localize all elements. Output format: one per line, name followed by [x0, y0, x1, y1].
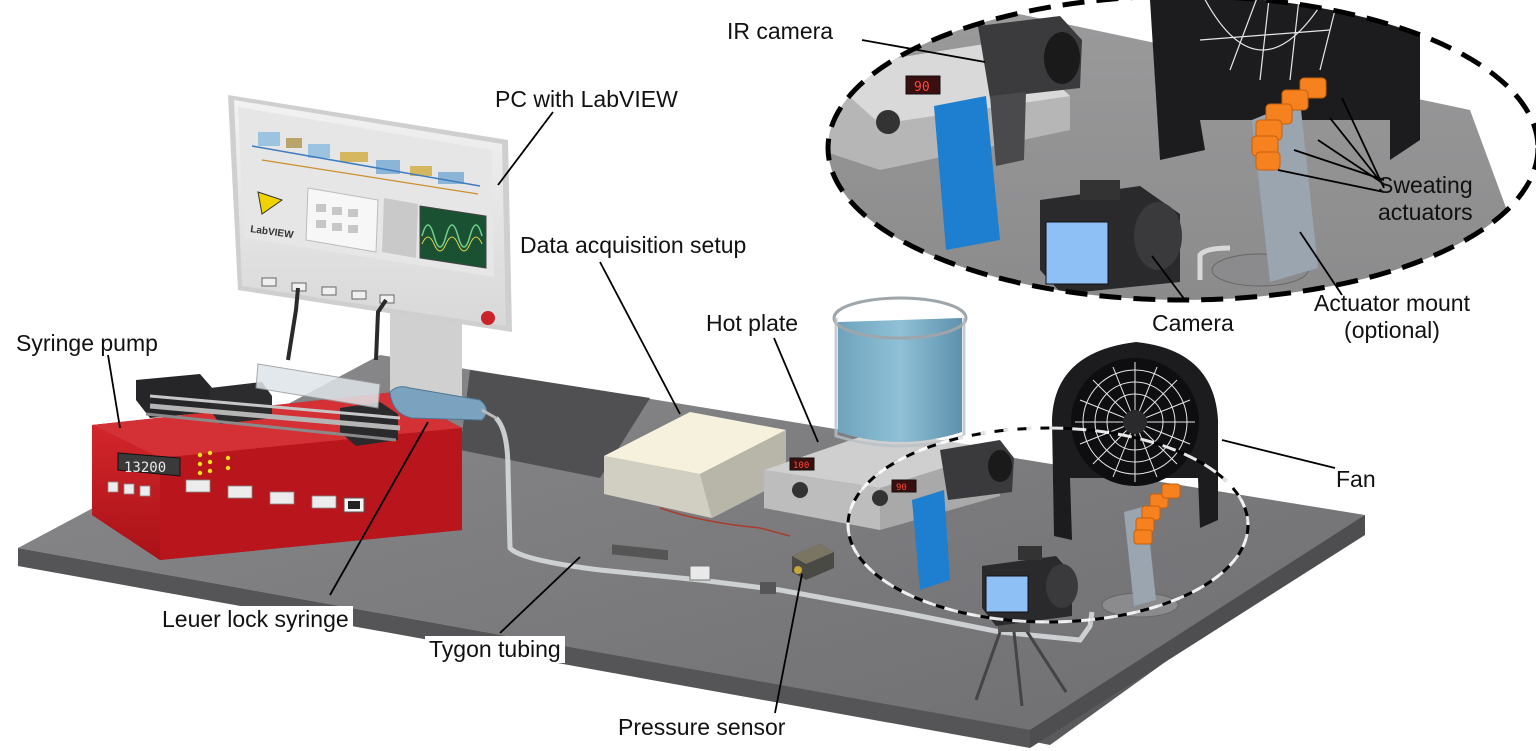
pc-labview-label: PC with LabVIEW	[495, 86, 678, 112]
hot-plate-label: Hot plate	[706, 310, 799, 336]
hot-plate-readout-1: 100	[793, 461, 809, 471]
hot-plate-readout-2: 90	[896, 483, 907, 493]
tygon-tubing-label: Tygon tubing	[425, 636, 565, 663]
tubing-fitting	[689, 565, 776, 594]
tygon-tubing	[494, 416, 1095, 643]
syringe-pump: 13200	[92, 363, 497, 560]
fan	[1052, 342, 1218, 540]
syringe-pump-label: Syringe pump	[16, 330, 158, 356]
actuator-mount-label: Actuator mount (optional)	[1314, 290, 1470, 343]
syringe-pump-readout: 13200	[124, 460, 166, 476]
leuer-lock-syringe-label: Leuer lock syringe	[158, 606, 353, 633]
data-acquisition-box	[604, 412, 791, 561]
syringe-pump-rails	[136, 374, 401, 446]
ir-camera-label: IR camera	[727, 18, 834, 44]
leader-lines	[107, 39, 1385, 714]
camera	[974, 546, 1078, 707]
leuer-lock-syringe	[255, 363, 497, 421]
waveform-graph	[419, 205, 487, 269]
pressure-sensor-label: Pressure sensor	[618, 714, 786, 740]
zoom-inset: 90	[825, 0, 1536, 303]
data-acquisition-label: Data acquisition setup	[520, 232, 747, 258]
beaker	[832, 296, 968, 448]
syringe-pump-display: 13200	[117, 452, 181, 477]
ir-camera	[912, 440, 1014, 590]
pressure-sensor	[792, 544, 834, 580]
sweating-actuators	[1133, 483, 1181, 545]
fan-label: Fan	[1336, 466, 1376, 492]
inset-hot-plate-readout: 90	[914, 80, 930, 95]
labview-block-diagram	[251, 132, 481, 195]
sweating-actuators-label: Sweating actuators	[1378, 172, 1473, 225]
camera-label: Camera	[1152, 310, 1234, 336]
